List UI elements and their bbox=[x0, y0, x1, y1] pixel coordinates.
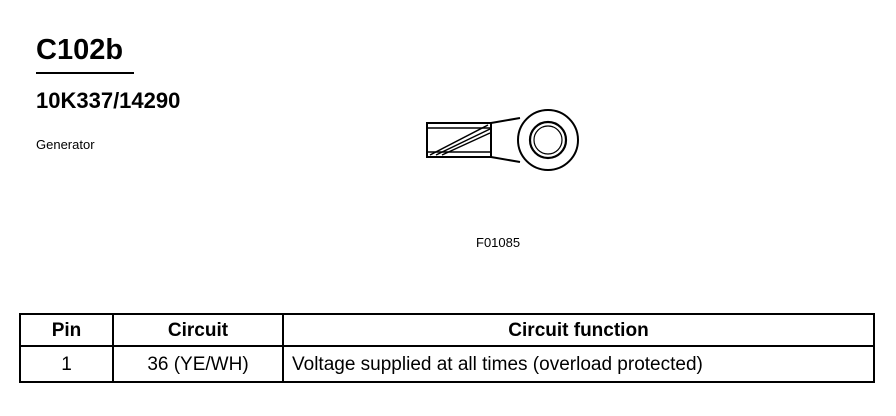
part-number: 10K337/14290 bbox=[36, 88, 181, 113]
table-header-row: Pin Circuit Circuit function bbox=[19, 313, 875, 347]
cell-circuit-function: Voltage supplied at all times (overload … bbox=[282, 345, 875, 383]
connector-id-underline bbox=[36, 72, 134, 74]
connector-description: Generator bbox=[36, 137, 95, 152]
pin-table: Pin Circuit Circuit function 1 36 (YE/WH… bbox=[19, 313, 875, 383]
ring-terminal-icon bbox=[426, 109, 579, 171]
figure-code: F01085 bbox=[476, 235, 521, 250]
terminal-ring-outer bbox=[517, 109, 579, 171]
connector-id: C102b bbox=[36, 34, 124, 66]
header-pin: Pin bbox=[19, 313, 114, 347]
terminal-barrel bbox=[426, 122, 492, 158]
terminal-ring-hole bbox=[528, 120, 568, 160]
cell-pin: 1 bbox=[19, 345, 114, 383]
header-circuit: Circuit bbox=[112, 313, 284, 347]
cell-circuit: 36 (YE/WH) bbox=[112, 345, 284, 383]
table-row: 1 36 (YE/WH) Voltage supplied at all tim… bbox=[19, 345, 875, 383]
header-circuit-function: Circuit function bbox=[282, 313, 875, 347]
